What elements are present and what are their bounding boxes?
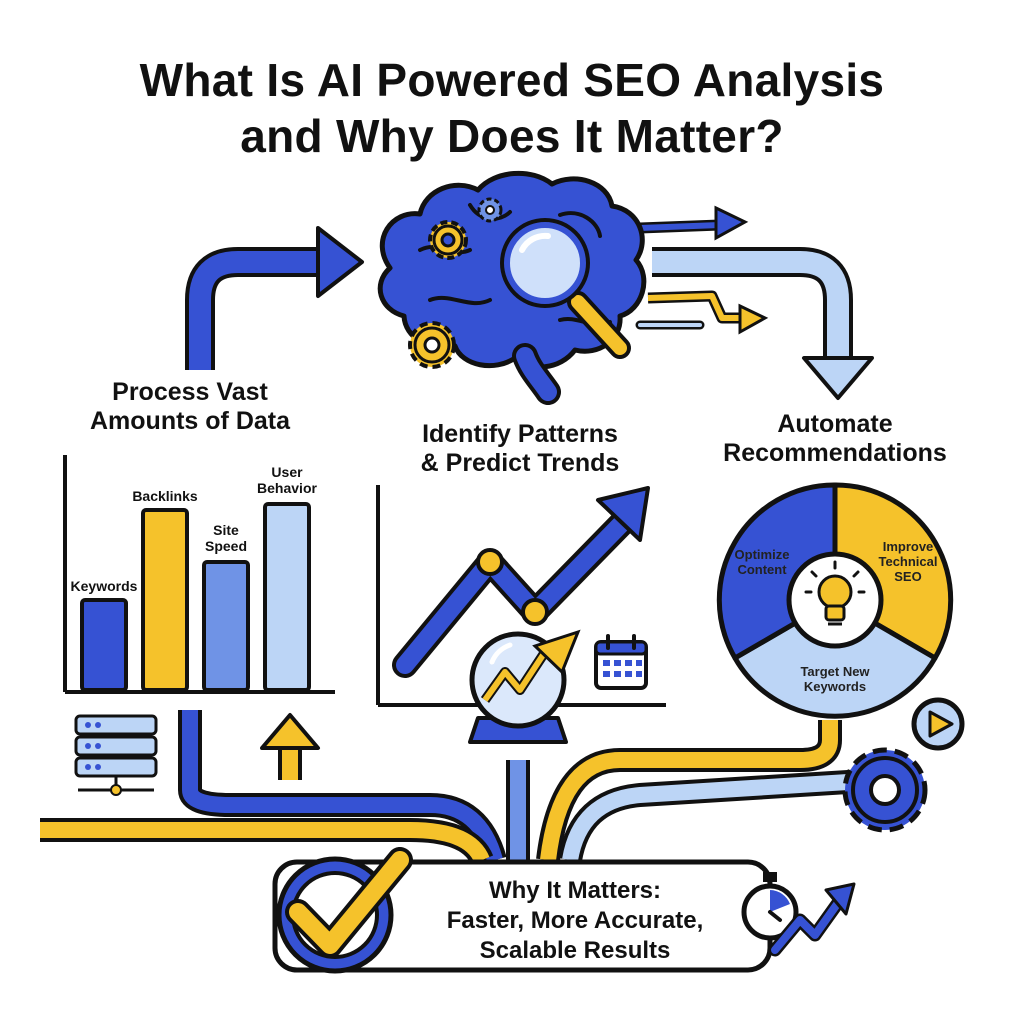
pie-label-optimize-line-2: Content xyxy=(737,561,787,577)
section-identify-patterns: Identify Patterns & Predict Trends xyxy=(370,420,670,478)
page-title-line-1: What Is AI Powered SEO Analysis xyxy=(139,54,885,106)
section-identify-line-2: & Predict Trends xyxy=(420,448,620,477)
bar-label-line-1: Keywords xyxy=(70,578,138,594)
speed-arrows xyxy=(634,205,769,335)
gear-icon xyxy=(842,747,928,833)
section-process-line-2: Amounts of Data xyxy=(90,406,290,435)
why-it-matters-line-3: Scalable Results xyxy=(479,937,671,964)
pie-label-technical-line-2: Technical xyxy=(878,553,938,569)
magnifier-icon xyxy=(500,218,631,359)
bar-user-behavior xyxy=(263,502,311,692)
pie-label-technical-line-3: SEO xyxy=(894,568,922,584)
gear-icon xyxy=(428,220,468,260)
why-it-matters-heading: Why It Matters: xyxy=(488,877,661,904)
bar-label-line-2: Behavior xyxy=(257,480,317,497)
bar-backlinks xyxy=(141,508,189,692)
bar-label: Keywords xyxy=(62,578,146,594)
bar-site-speed xyxy=(202,560,250,692)
server-icon xyxy=(74,714,158,796)
bar-label-line-2: Speed xyxy=(204,538,247,555)
flow-lines-to-result xyxy=(40,710,881,866)
gear-icon xyxy=(408,321,456,369)
section-identify-line-1: Identify Patterns xyxy=(422,420,618,448)
calendar-icon xyxy=(594,634,648,690)
flow-arrow-to-recommendations xyxy=(652,247,874,400)
page-title-line-2: and Why Does It Matter? xyxy=(240,110,784,163)
gear-icon xyxy=(477,197,503,223)
section-process-data: Process Vast Amounts of Data xyxy=(55,378,325,436)
why-it-matters-text: Why It Matters: Faster, More Accurate, S… xyxy=(400,876,750,966)
section-automate-recommendations: Automate Recommendations xyxy=(690,410,980,468)
lightbulb-icon xyxy=(804,560,866,626)
pie-label-optimize-content: Optimize Content xyxy=(712,547,812,578)
trend-arrow-icon xyxy=(596,486,650,542)
bar-chart xyxy=(63,455,335,694)
crystal-ball-icon xyxy=(468,629,581,744)
bar-label: Backlinks xyxy=(123,488,207,504)
bar-label-line-1: Backlinks xyxy=(132,488,198,504)
play-icon xyxy=(911,697,965,751)
pie-label-technical-line-1: Improve xyxy=(882,539,934,554)
section-automate-line-1: Automate xyxy=(777,410,893,438)
pie-label-optimize-line-1: Optimize xyxy=(734,547,790,562)
section-process-line-1: Process Vast xyxy=(112,378,268,406)
section-automate-line-2: Recommendations xyxy=(723,438,947,467)
pie-label-target-line-2: Keywords xyxy=(803,678,867,694)
trend-chart xyxy=(376,485,666,707)
why-it-matters-line-2: Faster, More Accurate, xyxy=(446,907,704,934)
bar-keywords xyxy=(80,598,128,692)
bar-label-line-1: User xyxy=(271,464,303,480)
trend-arrow-icon xyxy=(768,882,856,957)
pie-label-target-keywords: Target New Keywords xyxy=(775,664,895,695)
bar-label-line-1: Site xyxy=(213,522,239,538)
pie-label-technical-seo: Improve Technical SEO xyxy=(858,539,958,585)
stopwatch-icon xyxy=(741,872,799,941)
checkmark-icon xyxy=(276,847,413,974)
page-title: What Is AI Powered SEO Analysis and Why … xyxy=(40,52,984,164)
pie-label-target-line-1: Target New xyxy=(800,664,870,679)
flow-arrow-to-brain xyxy=(185,226,364,370)
